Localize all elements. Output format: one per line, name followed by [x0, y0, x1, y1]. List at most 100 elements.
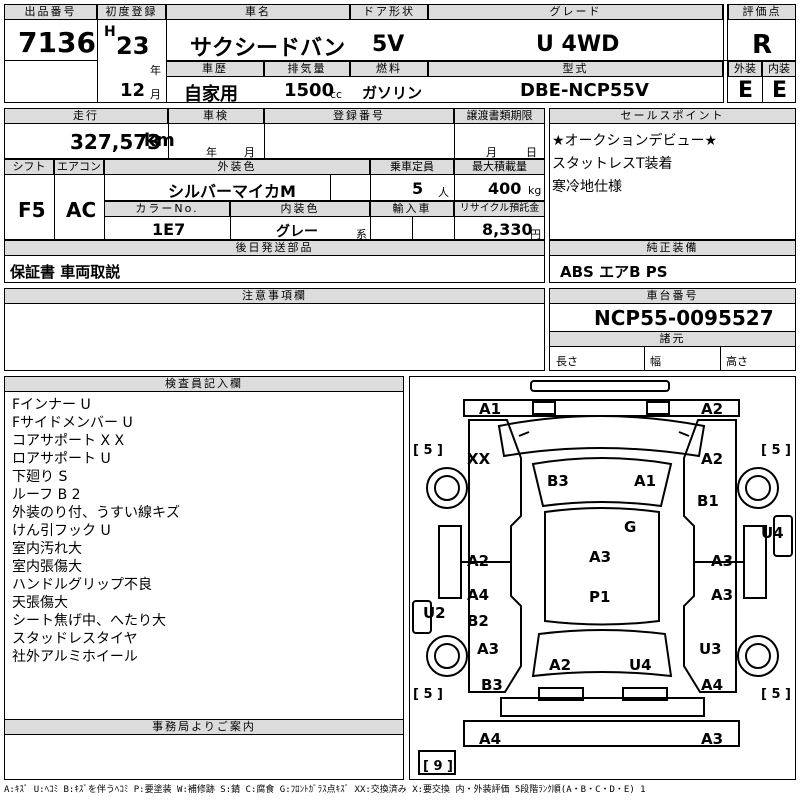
note-line: ロアサポート U — [12, 451, 111, 467]
spec-label: 諸元 — [549, 331, 796, 347]
spare-tire: [ 9 ] — [423, 759, 453, 774]
later-parts: 保証書 車両取説 — [10, 263, 121, 281]
damage-mark: A3 — [711, 586, 733, 604]
model: DBE-NCP55V — [520, 80, 649, 101]
note-line: ルーフ B 2 — [12, 487, 81, 503]
legend: A:ｷｽﾞ U:ﾍｺﾐ B:ｷｽﾞを伴うﾍｺﾐ P:要塗装 W:補修跡 S:錆 … — [4, 785, 646, 795]
color-label: 外装色 — [104, 159, 370, 175]
later-label: 後日発送部品 — [4, 240, 545, 256]
tire-rr: [ 5 ] — [761, 687, 791, 702]
office-label: 事務局よりご案内 — [4, 719, 404, 735]
sales-line: ★オークションデビュー★ — [552, 133, 718, 149]
damage-mark: G — [624, 518, 636, 536]
int-score: E — [772, 78, 788, 103]
intcolor-unit: 系 — [356, 228, 367, 241]
length-label: 長さ — [556, 355, 578, 368]
month-suffix: 月 — [150, 88, 161, 101]
damage-mark: A4 — [479, 730, 501, 748]
damage-mark: A1 — [479, 400, 501, 418]
seats-label: 乗車定員 — [370, 159, 454, 175]
note-line: 室内張傷大 — [12, 559, 82, 575]
lot-label: 出品番号 — [4, 4, 97, 20]
damage-mark: A2 — [701, 450, 723, 468]
shift-label: シフト — [4, 159, 54, 175]
header-section — [4, 4, 796, 103]
fuel-label: 燃料 — [350, 61, 428, 77]
chassis-number: NCP55-0095527 — [594, 306, 774, 330]
shift: F5 — [18, 198, 46, 222]
damage-mark: B1 — [697, 492, 719, 510]
damage-mark: A3 — [701, 730, 723, 748]
sales-label: セールスポイント — [549, 108, 796, 124]
score: R — [752, 30, 773, 60]
recycle-label: リサイクル預託金 — [454, 201, 545, 217]
year-suffix: 年 — [150, 64, 161, 77]
equip-label: 純正装備 — [549, 240, 796, 256]
damage-mark: U4 — [761, 524, 784, 542]
note-line: 室内汚れ大 — [12, 541, 82, 557]
fuel: ガソリン — [362, 84, 423, 102]
damage-mark: U2 — [423, 604, 446, 622]
note-line: ハンドルグリップ不良 — [12, 577, 152, 593]
note-line: 天張傷大 — [12, 595, 68, 611]
reg-month: 12 — [120, 80, 146, 101]
grade: U 4WD — [536, 32, 620, 57]
ac-label: エアコン — [54, 159, 104, 175]
disp: 1500 — [284, 80, 335, 101]
recycle-unit: 円 — [530, 228, 541, 241]
transfer-label: 譲渡書類期限 — [454, 108, 545, 124]
mileage-label: 走行 — [4, 108, 168, 124]
tire-rl: [ 5 ] — [413, 687, 443, 702]
load-label: 最大積載量 — [454, 159, 545, 175]
width-label: 幅 — [650, 355, 661, 368]
history: 自家用 — [184, 84, 238, 105]
int-label: 内装 — [762, 61, 796, 77]
note-line: 外装のり付、うすい線キズ — [12, 505, 180, 521]
history-label: 車歴 — [166, 61, 264, 77]
colorno-label: カラーNo. — [104, 201, 230, 217]
mileage-unit: km — [144, 130, 175, 151]
inspector-label: 検査員記入欄 — [4, 376, 404, 392]
mileage: 327,573 — [70, 130, 162, 154]
damage-mark: U3 — [699, 640, 722, 658]
damage-mark: A2 — [549, 656, 571, 674]
reg-year: 23 — [116, 32, 150, 60]
disp-unit: cc — [330, 88, 343, 101]
tire-fl: [ 5 ] — [413, 443, 443, 458]
import-label: 輸入車 — [370, 201, 454, 217]
note-line: Fサイドメンバー U — [12, 415, 133, 431]
damage-mark: A3 — [477, 640, 499, 658]
color: シルバーマイカM — [168, 182, 296, 201]
note-line: けん引フック U — [12, 523, 111, 539]
intcolor-label: 内装色 — [230, 201, 370, 217]
note-line: スタッドレスタイヤ — [12, 631, 138, 647]
damage-mark: A4 — [701, 676, 723, 694]
ext-label: 外装 — [728, 61, 762, 77]
door-label: ドア形状 — [350, 4, 428, 20]
sales-line: スタットレスT装着 — [552, 156, 673, 172]
disp-label: 排気量 — [264, 61, 350, 77]
transfer-day: 日 — [526, 146, 537, 159]
inspector-notes: Fインナー U Fサイドメンバー U コアサポート X X ロアサポート U 下… — [4, 392, 404, 712]
note-line: シート焦げ中、へたり大 — [12, 613, 166, 629]
inspect-year: 年 — [206, 146, 217, 159]
tire-fr: [ 5 ] — [761, 443, 791, 458]
grade-label: グレード — [428, 4, 723, 20]
intcolor: グレー — [276, 224, 318, 240]
chassis-label: 車台番号 — [549, 288, 796, 304]
name-label: 車名 — [166, 4, 350, 20]
sales-point-box — [549, 108, 796, 240]
ac: AC — [66, 198, 97, 222]
lot-number: 7136 — [18, 26, 96, 59]
regno-label: 登録番号 — [264, 108, 454, 124]
door: 5V — [372, 32, 405, 57]
seats-unit: 人 — [438, 186, 449, 199]
note-line: 社外アルミホイール — [12, 649, 138, 665]
colorno: 1E7 — [152, 220, 186, 239]
damage-mark: A3 — [711, 552, 733, 570]
inspector-box — [4, 376, 404, 780]
height-label: 高さ — [726, 355, 748, 368]
seats: 5 — [412, 179, 424, 198]
equipment: ABS エアB PS — [560, 263, 668, 281]
